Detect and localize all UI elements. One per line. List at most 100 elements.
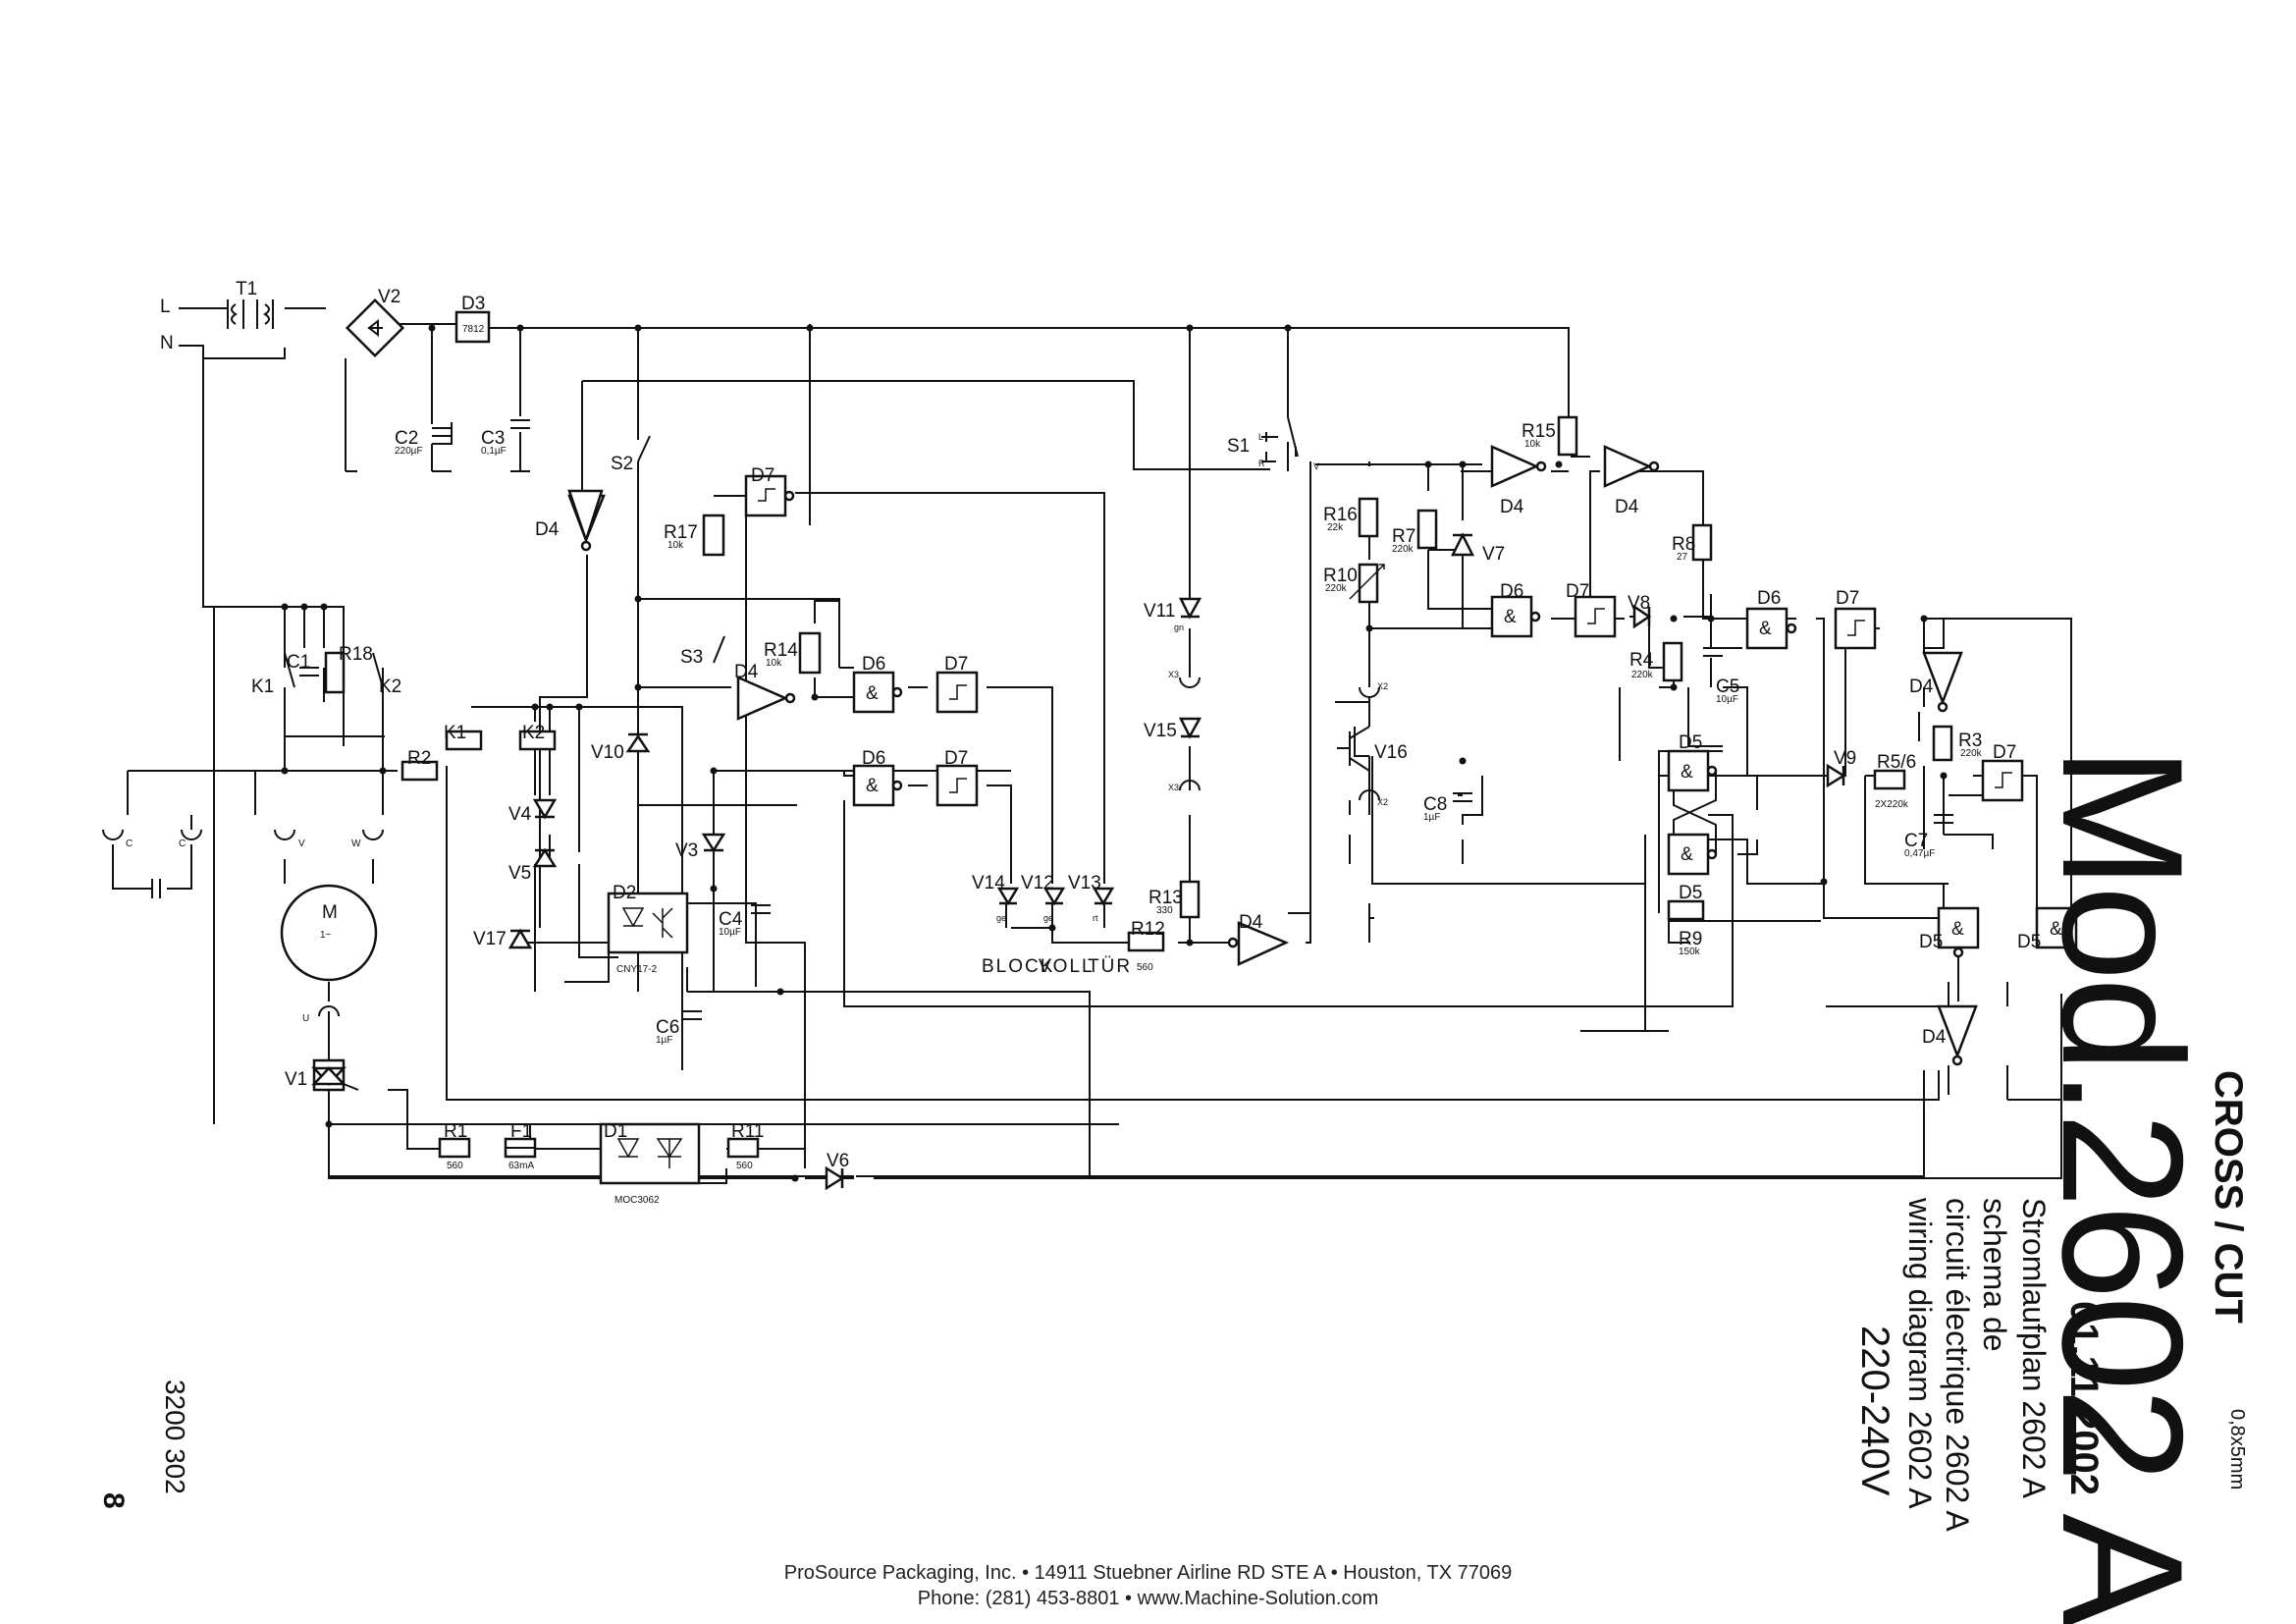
label-d4-e: D4 bbox=[1615, 497, 1639, 517]
label-r7-value: 220k bbox=[1392, 544, 1415, 555]
label-r14-value: 10k bbox=[766, 658, 782, 669]
diode-v5 bbox=[532, 847, 558, 868]
label-k1-coil: K1 bbox=[444, 723, 466, 743]
label-c-left: C bbox=[126, 839, 133, 849]
label-d1: D1 bbox=[604, 1121, 627, 1142]
label-d6-a: D6 bbox=[862, 654, 885, 675]
label-v13: V13 bbox=[1068, 873, 1101, 893]
relay-coil-k2 bbox=[518, 730, 557, 751]
label-v: V bbox=[298, 839, 305, 849]
label-c5-value: 10µF bbox=[1716, 694, 1738, 705]
label-c8-value: 1µF bbox=[1423, 812, 1440, 823]
schmitt-d7-a bbox=[935, 671, 979, 714]
switch-s2 bbox=[637, 435, 651, 462]
label-s2: S2 bbox=[611, 454, 633, 474]
contact-k2 bbox=[372, 652, 384, 688]
connector-x3-b bbox=[1179, 780, 1201, 791]
title-german: Stromlaufplan 2602 A bbox=[2016, 1198, 2052, 1498]
label-s1: S1 bbox=[1227, 436, 1250, 457]
connector-x2-b bbox=[1359, 789, 1380, 801]
label-d7-d: D7 bbox=[1566, 581, 1589, 602]
footer-line-1: ProSource Packaging, Inc. • 14911 Stuebn… bbox=[783, 1562, 1513, 1584]
buffer-d4-bottom bbox=[1237, 921, 1290, 966]
document-date: 01.11.2002 bbox=[2062, 1301, 2106, 1495]
resistor-r17 bbox=[702, 514, 725, 557]
label-cny: CNY17-2 bbox=[616, 964, 658, 975]
label-d1-value: MOC3062 bbox=[614, 1195, 660, 1206]
product-name: CROSS / CUT bbox=[2207, 1070, 2250, 1324]
label-d6-c: D6 bbox=[1500, 581, 1523, 602]
label-d5-c: D5 bbox=[1919, 932, 1943, 952]
resistor-r8 bbox=[1691, 523, 1713, 562]
label-c4-value: 10µF bbox=[719, 927, 741, 938]
label-d6-b: D6 bbox=[862, 748, 885, 769]
label-r1: R1 bbox=[444, 1121, 467, 1142]
led-v13 bbox=[1092, 887, 1115, 906]
document-number: 3200 302 bbox=[160, 1380, 190, 1494]
label-r15-value: 10k bbox=[1524, 439, 1541, 450]
buffer-d4-right bbox=[1922, 651, 1963, 706]
label-v5: V5 bbox=[508, 863, 531, 884]
motor-m bbox=[280, 884, 378, 982]
terminal-c-left bbox=[102, 829, 124, 840]
diode-v4 bbox=[532, 798, 558, 820]
capacitor-c4 bbox=[751, 904, 771, 914]
label-r12-value: 560 bbox=[1137, 962, 1153, 973]
label-u: U bbox=[302, 1013, 309, 1024]
label-v17: V17 bbox=[473, 929, 507, 949]
resistor-r15 bbox=[1557, 415, 1578, 457]
label-x3-b: X3 bbox=[1168, 783, 1179, 792]
label-s1-l: L bbox=[1258, 432, 1263, 442]
label-v9: V9 bbox=[1834, 748, 1856, 769]
capacitor-c1 bbox=[299, 667, 319, 677]
label-r8-value: 27 bbox=[1677, 552, 1688, 563]
connector-x2-a bbox=[1359, 686, 1380, 698]
label-gn: gn bbox=[1174, 623, 1184, 632]
label-s3: S3 bbox=[680, 647, 703, 668]
label-amp-7: & bbox=[1951, 919, 1964, 940]
label-d7-b: D7 bbox=[944, 654, 968, 675]
label-c6-value: 1µF bbox=[656, 1035, 672, 1046]
labels: L N T1 V2 D3 7812 C2 220µF C3 0,1µF S1 L… bbox=[126, 279, 2062, 1206]
resistor-r9 bbox=[1667, 899, 1705, 921]
zener-v7 bbox=[1450, 532, 1475, 557]
label-r11-value: 560 bbox=[736, 1161, 753, 1171]
label-r5-6: R5/6 bbox=[1877, 752, 1916, 773]
label-r14: R14 bbox=[764, 640, 798, 661]
label-d2: D2 bbox=[613, 883, 636, 903]
model-size: 0,8x5mm bbox=[2226, 1409, 2248, 1490]
resistor-r2 bbox=[400, 760, 439, 782]
capacitor-motor bbox=[151, 879, 161, 898]
label-r17: R17 bbox=[664, 522, 698, 543]
label-amp-3: & bbox=[1504, 607, 1517, 627]
label-amp-4: & bbox=[1759, 619, 1772, 639]
label-f1-value: 63mA bbox=[508, 1161, 534, 1171]
label-v6: V6 bbox=[827, 1151, 849, 1171]
label-r4: R4 bbox=[1629, 650, 1654, 671]
label-d3-value: 7812 bbox=[462, 324, 485, 335]
resistor-r7 bbox=[1416, 509, 1438, 550]
label-r4-value: 220k bbox=[1631, 670, 1654, 680]
label-r7: R7 bbox=[1392, 526, 1415, 547]
label-d4-b: D4 bbox=[734, 662, 759, 682]
resistor-r1 bbox=[438, 1137, 471, 1159]
terminal-c-right bbox=[181, 829, 202, 840]
label-v16: V16 bbox=[1374, 742, 1408, 763]
label-v4: V4 bbox=[508, 804, 532, 825]
label-r3-value: 220k bbox=[1960, 748, 1983, 759]
label-d7-c: D7 bbox=[944, 748, 968, 769]
buffer-d4-br bbox=[1937, 1004, 1978, 1059]
connector-x3-a bbox=[1179, 677, 1201, 688]
label-r12: R12 bbox=[1131, 919, 1165, 940]
label-r13: R13 bbox=[1148, 888, 1183, 908]
label-r9: R9 bbox=[1679, 929, 1702, 949]
label-r1-value: 560 bbox=[447, 1161, 463, 1171]
label-v12: V12 bbox=[1021, 873, 1054, 893]
and-gate-d5-d bbox=[2035, 906, 2078, 949]
components bbox=[102, 298, 2078, 1191]
label-x3-a: X3 bbox=[1168, 670, 1179, 679]
buffer-d4-r2 bbox=[1603, 445, 1653, 488]
label-c2: C2 bbox=[395, 428, 418, 449]
